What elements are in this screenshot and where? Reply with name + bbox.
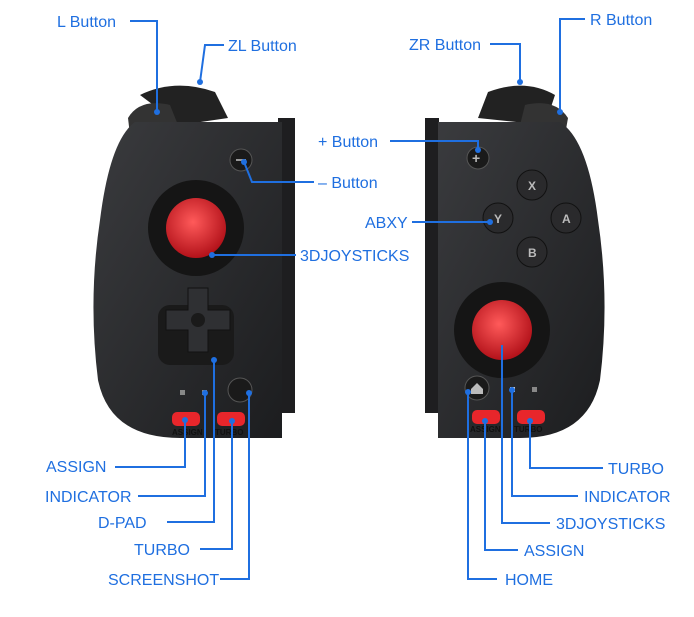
- label-right-assign: ASSIGN: [524, 543, 584, 560]
- y-button[interactable]: [482, 202, 514, 234]
- left-body: [93, 122, 282, 438]
- x-label: X: [528, 179, 536, 193]
- screenshot-button[interactable]: [227, 377, 253, 403]
- y-label: Y: [494, 212, 502, 226]
- label-screenshot: SCREENSHOT: [108, 572, 219, 589]
- a-button[interactable]: [550, 202, 582, 234]
- indicator-led: [532, 387, 537, 392]
- label-left-assign: ASSIGN: [46, 459, 106, 476]
- b-label: B: [528, 246, 537, 260]
- label-plus-button: + Button: [318, 134, 378, 151]
- label-left-joystick: 3DJOYSTICKS: [300, 248, 409, 265]
- right-rail: [425, 118, 439, 413]
- x-button[interactable]: [516, 169, 548, 201]
- a-label: A: [562, 212, 571, 226]
- left-controller: ASSIGN TURBO: [93, 85, 295, 438]
- label-left-turbo: TURBO: [134, 542, 190, 559]
- plus-icon: +: [472, 150, 480, 166]
- right-controller: + X Y A B ASSIGN TURBO: [425, 85, 605, 438]
- label-left-indicator: INDICATOR: [45, 489, 132, 506]
- printed-turbo: TURBO: [514, 425, 542, 434]
- dpad-center: [191, 313, 205, 327]
- b-button[interactable]: [516, 236, 548, 268]
- assign-button[interactable]: [472, 410, 500, 424]
- indicator-led: [180, 390, 185, 395]
- label-right-indicator: INDICATOR: [584, 489, 671, 506]
- right-body: [438, 122, 605, 438]
- label-l-button: L Button: [57, 14, 116, 31]
- printed-assign: ASSIGN: [172, 428, 203, 437]
- label-right-joystick: 3DJOYSTICKS: [556, 516, 665, 533]
- minus-icon: [236, 159, 246, 161]
- home-icon: [471, 383, 483, 394]
- label-home: HOME: [505, 572, 553, 589]
- label-abxy: ABXY: [365, 215, 408, 232]
- label-r-button: R Button: [590, 12, 652, 29]
- label-right-turbo: TURBO: [608, 461, 664, 478]
- label-minus-button: – Button: [318, 175, 378, 192]
- label-zl-button: ZL Button: [228, 38, 297, 55]
- label-zr-button: ZR Button: [409, 37, 481, 54]
- labels: L Button ZL Button – Button 3DJOYSTICKS …: [45, 12, 671, 589]
- left-rail: [278, 118, 295, 413]
- abxy-buttons: X Y A B: [482, 169, 582, 268]
- turbo-button[interactable]: [517, 410, 545, 424]
- printed-turbo: TURBO: [215, 428, 243, 437]
- label-dpad: D-PAD: [98, 515, 147, 532]
- zl-trigger[interactable]: [140, 85, 228, 125]
- leader-lines: [115, 18, 603, 580]
- right-joystick[interactable]: [472, 300, 532, 360]
- left-joystick[interactable]: [166, 198, 226, 258]
